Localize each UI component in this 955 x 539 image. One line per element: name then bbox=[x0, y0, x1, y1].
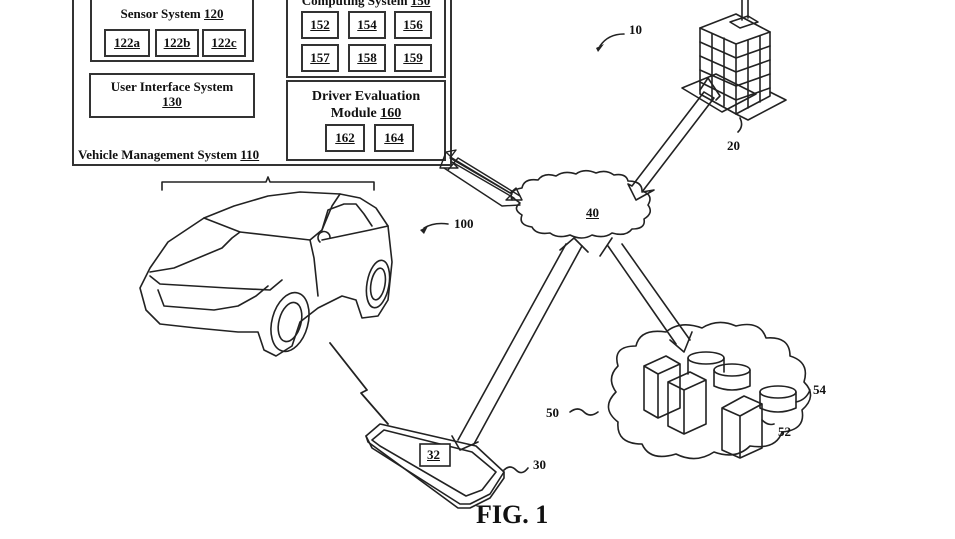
network-building-arrow bbox=[627, 91, 715, 201]
dem-ref: 160 bbox=[380, 106, 402, 121]
module-154: 154 bbox=[348, 11, 386, 39]
network-server-arrow bbox=[607, 243, 691, 345]
server-drawings bbox=[643, 351, 797, 459]
dem-text-line2: Module bbox=[330, 106, 377, 121]
module-152: 152 bbox=[301, 11, 339, 39]
mobile-device-drawing bbox=[365, 423, 505, 509]
sensor-122c: 122c bbox=[202, 29, 246, 57]
ref-30: 30 bbox=[533, 457, 546, 472]
sensor-system-label: Sensor System 120 bbox=[90, 6, 254, 21]
ref-50: 50 bbox=[546, 405, 559, 420]
sensor-122a: 122a bbox=[104, 29, 150, 57]
submodule-162: 162 bbox=[325, 124, 365, 152]
app-box-32 bbox=[419, 443, 451, 467]
module-156: 156 bbox=[394, 11, 432, 39]
server-cloud bbox=[607, 321, 812, 460]
module-158: 158 bbox=[348, 44, 386, 72]
figure-caption: FIG. 1 bbox=[476, 500, 549, 529]
ref-54: 54 bbox=[813, 382, 826, 397]
building-drawing bbox=[681, 0, 787, 121]
computing-system-label: Computing System 150 bbox=[286, 0, 446, 8]
computing-system-text: Computing System bbox=[301, 0, 408, 8]
vms-ref: 110 bbox=[240, 147, 260, 162]
vms-label-text: Vehicle Management System bbox=[78, 147, 238, 162]
ui-system-text: User Interface System bbox=[110, 79, 234, 94]
ref-100: 100 bbox=[454, 216, 474, 231]
sensor-system-text: Sensor System bbox=[120, 6, 201, 21]
vehicle-management-system-label: Vehicle Management System 110 bbox=[78, 147, 259, 162]
sensor-system-ref: 120 bbox=[204, 6, 224, 21]
computing-system-ref: 150 bbox=[410, 0, 431, 8]
ref-20: 20 bbox=[727, 138, 740, 153]
ref-40: 40 bbox=[586, 205, 599, 220]
vehicle-drawing bbox=[139, 191, 393, 357]
vehicle-bracket bbox=[161, 176, 375, 191]
leader-10 bbox=[599, 33, 625, 47]
leader-54 bbox=[795, 389, 811, 403]
leader-20 bbox=[737, 117, 743, 133]
leader-30 bbox=[503, 466, 529, 474]
vms-network-arrow bbox=[439, 149, 523, 201]
module-157: 157 bbox=[301, 44, 339, 72]
ref-52: 52 bbox=[778, 424, 791, 439]
user-interface-system-box bbox=[89, 73, 255, 118]
leader-52 bbox=[761, 419, 775, 426]
sensor-122b: 122b bbox=[155, 29, 199, 57]
network-cloud bbox=[510, 169, 652, 239]
leader-50 bbox=[569, 408, 599, 416]
driver-evaluation-module-label: Driver Evaluation Module 160 bbox=[286, 88, 446, 122]
ref-32: 32 bbox=[427, 447, 440, 462]
leader-100 bbox=[423, 222, 449, 229]
ref-10: 10 bbox=[629, 22, 642, 37]
dem-text-line1: Driver Evaluation bbox=[311, 89, 421, 104]
user-interface-system-label: User Interface System 130 bbox=[89, 79, 255, 109]
ui-system-ref: 130 bbox=[162, 94, 182, 109]
network-phone-arrow bbox=[457, 243, 583, 445]
wireless-signal-icon bbox=[329, 342, 389, 425]
driver-evaluation-module-box bbox=[286, 80, 446, 161]
module-159: 159 bbox=[394, 44, 432, 72]
submodule-164: 164 bbox=[374, 124, 414, 152]
